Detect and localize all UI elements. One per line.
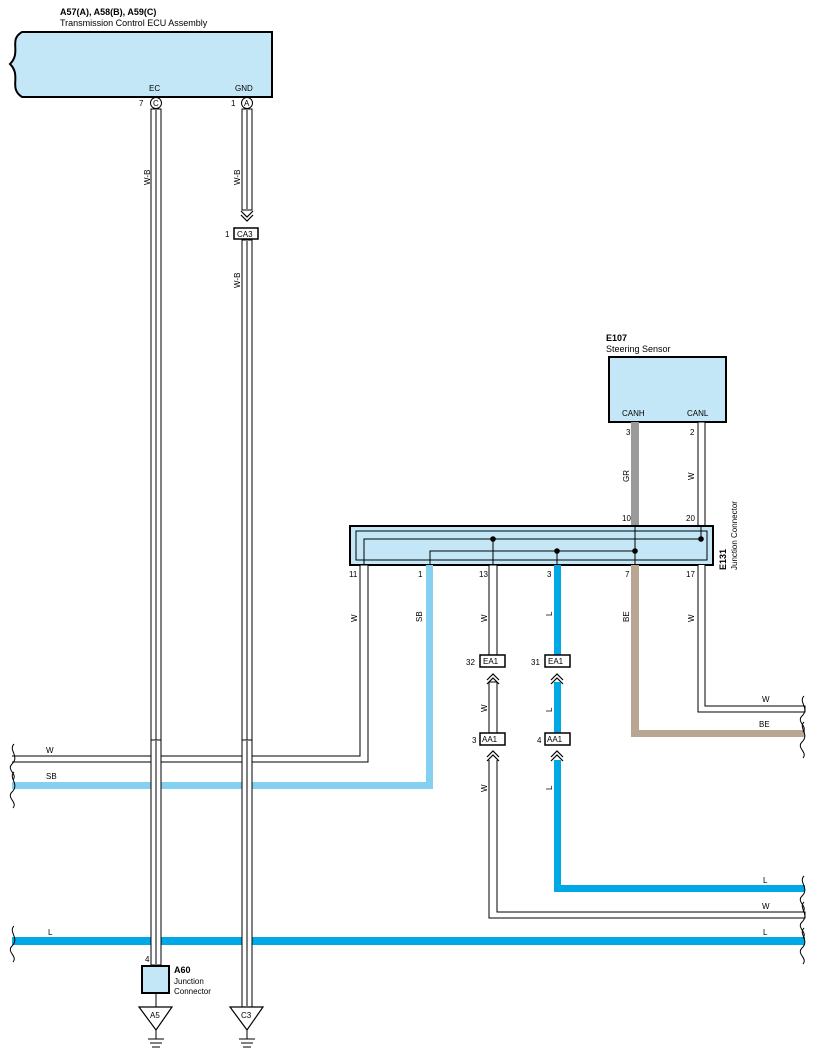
junction-ref: E131 [718,549,728,570]
splice-dot-icon [554,548,560,554]
bus-label-right-w-top: W [762,695,770,704]
wire-label-gnd-lower: W-B [233,273,242,288]
connector-aa1-4-pin: 4 [537,736,542,745]
connector-ca3-pin: 1 [225,230,230,239]
sensor-box [608,356,727,423]
connector-ea1-32-pin: 32 [466,658,475,667]
wire-pin17: W W [687,565,806,713]
a60-name-line2: Connector [174,987,211,996]
bus-label-right-w-lower: W [762,902,770,911]
junction-pin-7: 7 [625,570,630,579]
junction-pin-1: 1 [418,570,423,579]
wire-label-pin11: W [350,614,359,622]
bus-label-left-sb: SB [46,772,57,781]
ground-a5: A5 [137,993,174,1048]
wire-label-pin13-c: W [480,784,489,792]
wire-label-pin3-b: L [545,707,554,712]
junction-pin-11: 11 [349,570,358,579]
connector-ea1-32: 32 EA1 [466,654,506,668]
wire-pin3: L L L L [545,565,805,892]
connector-ca3: 1 CA3 [225,227,259,240]
connector-ca3-label: CA3 [237,230,253,239]
wire-pin13: W W W W [480,564,806,919]
ecu-connector-a: A [244,99,250,108]
wire-label-pin3-c: L [545,785,554,790]
ground-icon [239,1030,255,1048]
ecu-component: A57(A), A58(B), A59(C) Transmission Cont… [8,7,273,109]
bus-label-right-l-bottom: L [763,928,768,937]
wire-label-gnd-upper: W-B [233,170,242,185]
wire-label-canl: W [687,472,696,480]
junction-name: Junction Connector [730,501,739,570]
wire-label-ec: W-B [143,170,152,185]
bus-label-right-l-upper: L [763,876,768,885]
junction-pin-20: 20 [686,514,695,523]
ground-c3: C3 [228,1006,265,1048]
connector-aa1-3-pin: 3 [472,736,477,745]
ecu-ref: A57(A), A58(B), A59(C) [60,7,156,17]
wire-label-pin7: BE [622,611,631,622]
connector-aa1-chevron-icon [486,750,500,762]
wire-label-pin1: SB [415,611,424,622]
bus-l-bottom: L L [12,928,805,945]
wire-label-pin17: W [687,614,696,622]
junction-pin-17: 17 [686,570,695,579]
ground-label-c3: C3 [241,1011,252,1020]
a60-ref: A60 [174,965,191,975]
ecu-pin-number-gnd: 1 [231,99,236,108]
junction-pin-10: 10 [622,514,631,523]
wave-break-icon [9,695,806,965]
wire-label-pin13-b: W [480,704,489,712]
ecu-box [8,31,273,98]
ecu-terminal-ec: EC [149,84,160,93]
connector-ea1-31-pin: 31 [531,658,540,667]
connector-ea1-31: 31 EA1 [531,654,571,668]
connector-ea1-32-label: EA1 [483,657,499,666]
sensor-terminal-canl: CANL [687,409,709,418]
wire-label-canh: GR [622,470,631,482]
junction-box [349,525,714,566]
wire-canh: GR [622,422,639,526]
bus-label-right-be: BE [759,720,770,729]
ecu-pin-number-ec: 7 [139,99,144,108]
a60-name-line1: Junction [174,977,204,986]
wire-pin7: BE BE [622,565,805,737]
ground-icon [148,1030,164,1048]
junction-e131: 10 20 E131 Junction Connector 11 1 13 3 … [349,501,739,579]
wire-canl: W [687,421,706,527]
junction-pin-13: 13 [479,570,488,579]
connector-aa1-3: 3 AA1 [472,732,506,746]
connector-aa1-4: 4 AA1 [537,732,571,746]
junction-a60: 4 A60 Junction Connector [141,955,211,996]
bus-label-left-w: W [46,746,54,755]
ground-label-a5: A5 [150,1011,160,1020]
connector-aa1-3-label: AA1 [482,735,498,744]
wire-label-pin13-a: W [480,614,489,622]
sensor-pin-canl: 2 [690,428,695,437]
sensor-terminal-canh: CANH [622,409,645,418]
bus-w-left: W W [12,564,369,763]
ecu-name: Transmission Control ECU Assembly [60,18,208,28]
splice-dot-icon [698,536,704,542]
junction-pin-3: 3 [547,570,552,579]
wire-label-pin3-a: L [545,611,554,616]
sensor-name: Steering Sensor [606,344,671,354]
sensor-pin-canh: 3 [626,428,631,437]
bus-label-left-l: L [48,928,53,937]
steering-sensor: E107 Steering Sensor CANH CANL 3 2 [606,333,727,437]
connector-aa1-chevron-icon [550,750,564,762]
connector-ea1-31-label: EA1 [548,657,564,666]
a60-pin: 4 [145,955,150,964]
connector-aa1-4-label: AA1 [547,735,563,744]
splice-dot-icon [490,536,496,542]
splice-dot-icon [632,548,638,554]
ecu-connector-c: C [153,99,159,108]
bus-sb-left: SB SB [12,565,433,789]
connector-ca3-chevron-icon [240,210,254,222]
ecu-terminal-gnd: GND [235,84,253,93]
sensor-ref: E107 [606,333,627,343]
